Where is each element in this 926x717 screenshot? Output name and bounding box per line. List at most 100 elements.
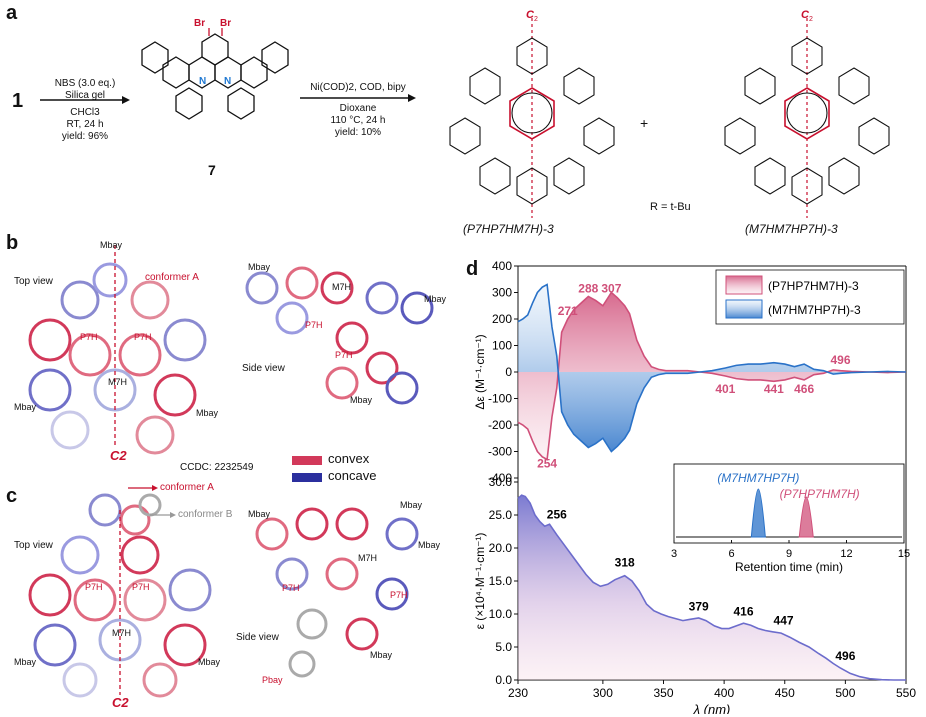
c-side-m7h: M7H xyxy=(358,553,378,563)
uv-fill xyxy=(518,495,906,680)
br-label-1: Br xyxy=(194,18,205,29)
c-m-bay-right: Mbay xyxy=(198,657,221,667)
cd-annotation: 401 xyxy=(715,382,735,396)
hplc-xlabel: Retention time (min) xyxy=(735,560,843,574)
c-top-view-label: Top view xyxy=(14,540,53,551)
uv-annotation: 318 xyxy=(615,555,635,569)
plus-sign: + xyxy=(640,115,649,131)
b-c2-label: C2 xyxy=(110,448,127,463)
panel-letter-d: d xyxy=(466,258,479,280)
b-side-p7h-2: P7H xyxy=(335,350,353,360)
cd-legend: (P7HP7HM7H)-3(M7HM7HP7H)-3 xyxy=(715,269,905,325)
product-2-label: (M7HM7HP7H)-3 xyxy=(745,222,838,236)
product-1-label: (P7HP7HM7H)-3 xyxy=(463,222,554,236)
cd-annotation: 307 xyxy=(601,282,621,296)
c-side-p7h-1: P7H xyxy=(282,583,300,593)
hplc-xtick-label: 15 xyxy=(898,548,910,560)
legend-convex-swatch xyxy=(292,456,322,465)
hplc-xtick-label: 6 xyxy=(728,548,734,560)
cd-annotation: 496 xyxy=(831,353,851,367)
b-side-view-label: Side view xyxy=(242,363,285,374)
compound-7-structure: Br Br N N xyxy=(141,18,289,120)
br-label-2: Br xyxy=(220,18,231,29)
uv-xlabel: λ (nm) xyxy=(693,702,731,714)
b-m-bay-left: Mbay xyxy=(14,402,37,412)
legend-concave-label: concave xyxy=(328,468,377,483)
uv-ytick-label: 25.0 xyxy=(489,508,513,522)
arrow-step1 xyxy=(40,96,130,104)
cd-ytick-label: -200 xyxy=(488,418,512,432)
svg-text:N: N xyxy=(199,76,206,87)
panel-letter-a: a xyxy=(6,2,18,24)
step2-reagents: Ni(COD)2, COD, bipy xyxy=(310,82,406,93)
c-side-m-bay-4: Mbay xyxy=(370,650,393,660)
uv-plot xyxy=(517,494,906,681)
b-side-m-bay-right: Mbay xyxy=(424,294,447,304)
product-2-structure: C 2 xyxy=(724,9,890,218)
svg-text:N: N xyxy=(224,76,231,87)
uv-xtick-label: 350 xyxy=(653,686,673,700)
uv-ytick-label: 20.0 xyxy=(489,541,513,555)
uv-annotation: 379 xyxy=(689,600,709,614)
c-side-p-bay: Pbay xyxy=(262,675,283,685)
step2-conditions: 110 °C, 24 h xyxy=(330,115,386,126)
hplc-xtick-label: 3 xyxy=(671,548,677,560)
ccdc-number: CCDC: 2232549 xyxy=(180,462,254,473)
panel-c-top-view-model xyxy=(28,493,212,698)
c-p7h-left: P7H xyxy=(85,582,103,592)
c-c2-label: C2 xyxy=(112,695,129,710)
uv-ytick-label: 0.0 xyxy=(495,673,512,687)
b-side-m-bay-left: Mbay xyxy=(248,262,271,272)
c-side-m-bay-1: Mbay xyxy=(248,509,271,519)
uv-annotation: 416 xyxy=(734,604,754,618)
b-p7h-left: P7H xyxy=(80,332,98,342)
cd-ytick-label: 200 xyxy=(492,312,512,326)
step1-conditions: RT, 24 h xyxy=(66,119,104,130)
b-m-bay-right: Mbay xyxy=(196,408,219,418)
hplc-label-m: (M7HM7HP7H) xyxy=(717,471,799,485)
hplc-box xyxy=(673,463,905,544)
cd-ytick-label: 400 xyxy=(492,259,512,273)
c-p7h-right: P7H xyxy=(132,582,150,592)
hplc-label-p: (P7HP7HM7H) xyxy=(780,487,860,501)
arrow-step2 xyxy=(300,94,416,102)
cd-ytick-label: -100 xyxy=(488,392,512,406)
r-definition: R = t-Bu xyxy=(650,201,691,213)
svg-text:C: C xyxy=(801,9,810,21)
uv-xtick-label: 400 xyxy=(714,686,734,700)
cd-ytick-label: 300 xyxy=(492,286,512,300)
cd-ytick-label: 0 xyxy=(505,365,512,379)
cd-fills xyxy=(518,284,906,460)
uv-ytick-label: 15.0 xyxy=(489,574,513,588)
cd-fill-0 xyxy=(518,292,906,460)
panel-letter-b: b xyxy=(6,232,19,254)
uv-xtick-label: 500 xyxy=(835,686,855,700)
uv-annotation: 496 xyxy=(835,649,855,663)
b-conformer-a-label: conformer A xyxy=(145,272,199,283)
step2-solvent: Dioxane xyxy=(339,103,377,114)
uv-xtick-label: 230 xyxy=(508,686,528,700)
b-m7h-center: M7H xyxy=(108,377,128,387)
hplc-peak-1 xyxy=(798,496,814,538)
uv-ytick-label: 30.0 xyxy=(489,475,513,489)
cd-annotation: 271 xyxy=(558,304,578,318)
svg-text:C: C xyxy=(526,9,535,21)
c-side-m-bay-2: Mbay xyxy=(400,500,423,510)
uv-ylabel: ε (×10⁴·M⁻¹·cm⁻¹) xyxy=(473,533,487,630)
hplc-xtick-label: 12 xyxy=(840,548,852,560)
uv-ytick-label: 10.0 xyxy=(489,607,513,621)
uv-xtick-label: 550 xyxy=(896,686,916,700)
cd-lines xyxy=(517,283,907,461)
b-side-m-bay-bottom: Mbay xyxy=(350,395,373,405)
cd-annotation: 254 xyxy=(537,456,557,470)
svg-text:2: 2 xyxy=(809,16,813,23)
compound-1-label: 1 xyxy=(12,90,24,112)
uv-annotation: 256 xyxy=(547,507,567,521)
step1-yield: yield: 96% xyxy=(61,131,109,142)
cd-legend-label-m: (M7HM7HP7H)-3 xyxy=(768,303,861,317)
product-1-structure: C 2 xyxy=(449,9,615,218)
cd-ytick-label: -400 xyxy=(488,471,512,485)
